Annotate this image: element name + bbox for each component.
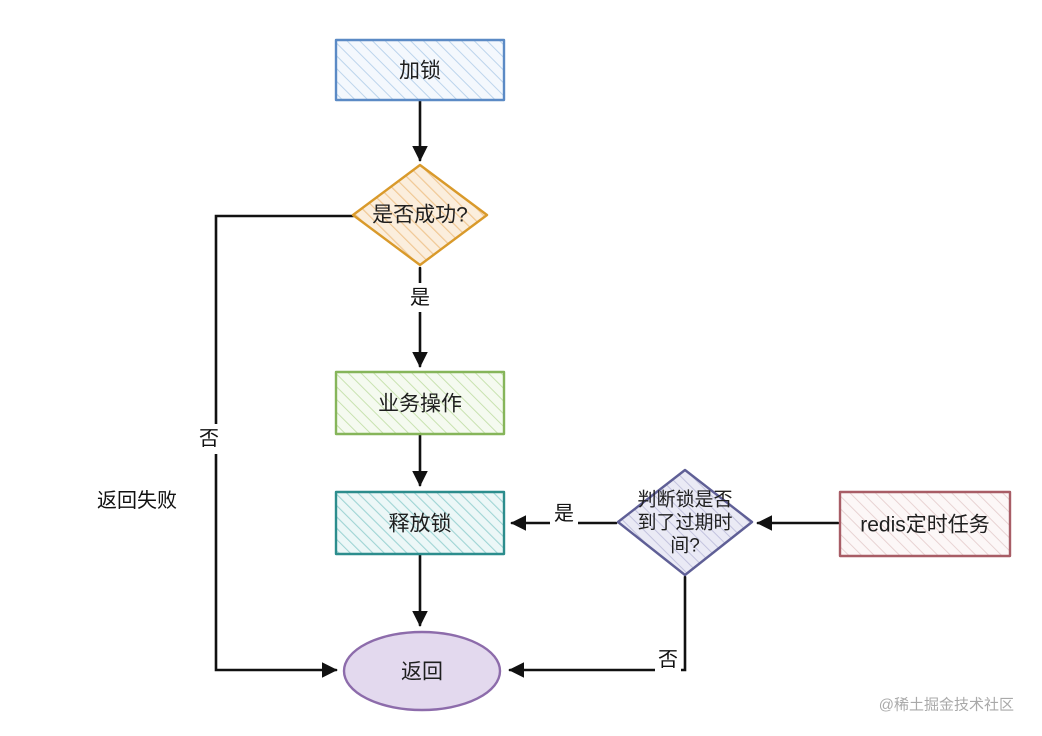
watermark-text: @稀土掘金技术社区	[879, 697, 1014, 714]
node-release: 释放锁	[334, 490, 506, 556]
node-business-label: 业务操作	[378, 393, 462, 416]
edge-label-expiry-yes: 是	[554, 503, 574, 525]
node-return-shape	[342, 630, 502, 712]
edge-success-no-to-return	[214, 214, 355, 678]
node-release-label: 释放锁	[389, 513, 452, 536]
node-expiry-check-label-line2: 到了过期时	[637, 512, 732, 534]
edge-labels: 是 否 返回失败 是 否	[97, 283, 681, 674]
edge-label-bg	[655, 646, 681, 674]
node-success-check: 是否成功?	[351, 163, 489, 267]
node-expiry-check: 判断锁是否 到了过期时 间?	[616, 468, 754, 577]
node-release-shape	[334, 490, 506, 556]
edge-expiry-no-to-return	[508, 575, 687, 678]
edge-label-bg	[406, 283, 434, 312]
edges	[214, 99, 840, 678]
node-success-check-shape	[351, 163, 489, 267]
node-lock-label: 加锁	[399, 60, 441, 83]
node-lock: 加锁	[334, 38, 506, 102]
node-expiry-check-label-line3: 间?	[670, 535, 700, 557]
node-return: 返回	[342, 630, 502, 712]
node-redis-task-label: redis定时任务	[860, 514, 990, 537]
node-redis-task: redis定时任务	[838, 490, 1012, 558]
node-lock-shape	[334, 38, 506, 102]
edge-label-bg	[195, 424, 223, 454]
edge-label-success-yes: 是	[410, 287, 430, 309]
edge-label-expiry-no: 否	[658, 649, 678, 671]
node-expiry-check-shape	[616, 468, 754, 577]
edge-label-success-no: 否	[199, 428, 219, 450]
node-success-check-label: 是否成功?	[372, 204, 468, 227]
node-expiry-check-label-line1: 判断锁是否	[637, 489, 732, 511]
node-redis-task-shape	[838, 490, 1012, 558]
node-business-shape	[334, 370, 506, 436]
node-return-label: 返回	[401, 661, 443, 684]
edge-label-fail-note: 返回失败	[97, 489, 177, 512]
edge-label-bg	[550, 500, 578, 528]
node-business: 业务操作	[334, 370, 506, 436]
